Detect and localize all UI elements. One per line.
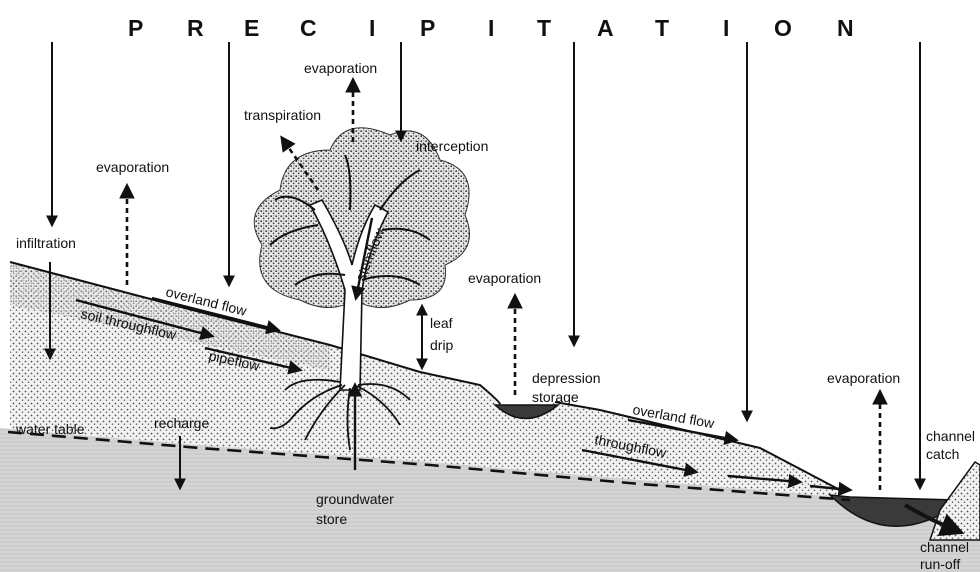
label-depression-storage: depression — [532, 370, 601, 386]
title-letter: N — [837, 15, 854, 41]
title-letter: A — [597, 15, 614, 41]
title-letter: I — [369, 15, 375, 41]
title-letter: R — [187, 15, 204, 41]
label-evaporation-top: evaporation — [304, 60, 377, 76]
title-letter: C — [300, 15, 317, 41]
label-evaporation-right: evaporation — [827, 370, 900, 386]
label-groundwater-store: store — [316, 511, 347, 527]
label-infiltration: infiltration — [16, 235, 76, 251]
title-letter: P — [420, 15, 435, 41]
label-water-table: water table — [15, 421, 85, 437]
title-letter: E — [244, 15, 259, 41]
precipitation-title: P R E C I P I T A T I O N — [128, 15, 854, 41]
title-letter: T — [655, 15, 669, 41]
title-letter: T — [537, 15, 551, 41]
label-evaporation-mid: evaporation — [468, 270, 541, 286]
title-letter: P — [128, 15, 143, 41]
label-transpiration: transpiration — [244, 107, 321, 123]
title-letter: O — [774, 15, 792, 41]
label-recharge: recharge — [154, 415, 209, 431]
label-channel-runoff: run-off — [920, 556, 960, 572]
label-channel-runoff: channel — [920, 539, 969, 555]
label-leaf-drip: drip — [430, 337, 454, 353]
label-depression-storage: storage — [532, 389, 579, 405]
label-channel-catch: channel — [926, 428, 975, 444]
title-letter: I — [723, 15, 729, 41]
label-groundwater-store: groundwater — [316, 491, 394, 507]
title-letter: I — [488, 15, 494, 41]
label-evaporation-left: evaporation — [96, 159, 169, 175]
label-interception: interception — [416, 138, 488, 154]
label-leaf-drip: leaf — [430, 315, 453, 331]
label-channel-catch: catch — [926, 446, 959, 462]
